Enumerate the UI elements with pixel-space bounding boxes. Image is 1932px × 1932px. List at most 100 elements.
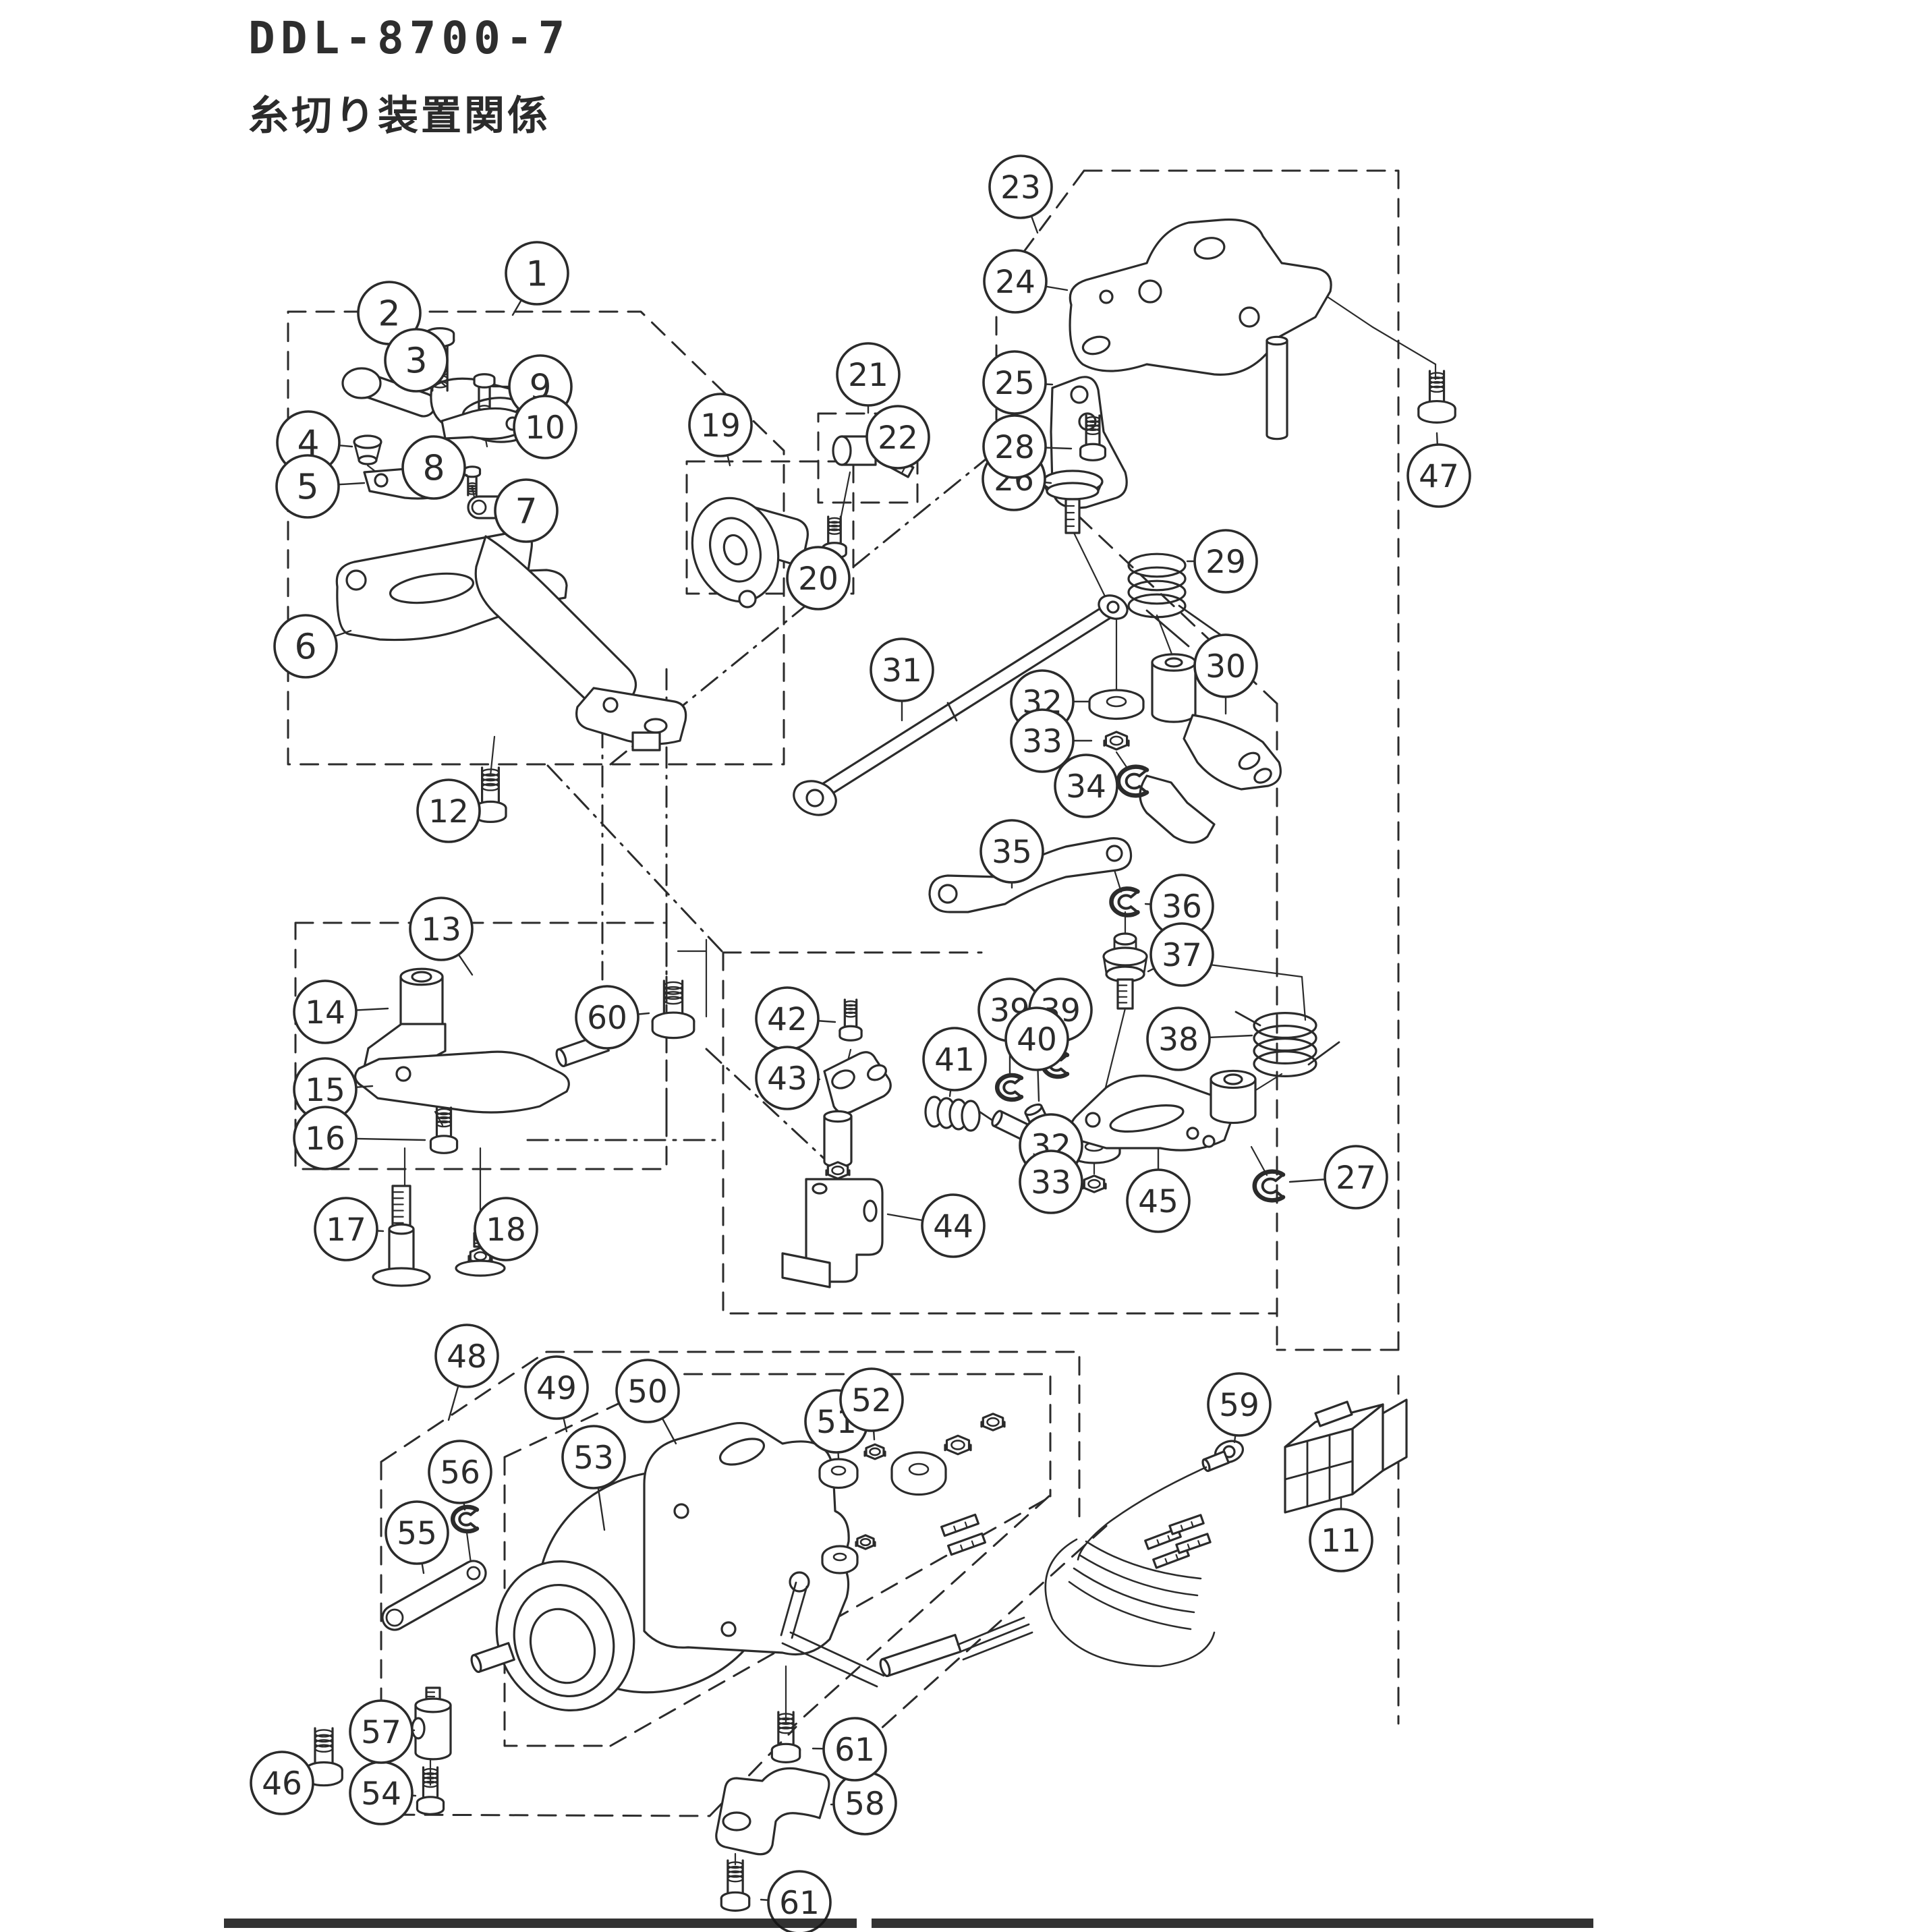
callout-number: 19 bbox=[700, 407, 741, 445]
part-washer-51 bbox=[818, 1458, 859, 1489]
scan-artifact-bar bbox=[224, 1919, 857, 1928]
callout-number: 41 bbox=[934, 1042, 975, 1079]
callout-number: 58 bbox=[845, 1786, 885, 1823]
callout-number: 54 bbox=[361, 1775, 401, 1813]
callout-number: 7 bbox=[515, 492, 537, 532]
callout-50: 50 bbox=[615, 1359, 680, 1445]
part-plate-58 bbox=[715, 1767, 830, 1856]
part-screw-61a bbox=[770, 1711, 801, 1763]
callout-57: 57 bbox=[349, 1699, 416, 1764]
part-screw-16 bbox=[429, 1106, 459, 1154]
construction-line bbox=[839, 471, 851, 524]
callout-17: 17 bbox=[314, 1197, 385, 1261]
part-screw-28 bbox=[1079, 414, 1106, 461]
construction-line bbox=[1198, 962, 1303, 978]
callout-11: 11 bbox=[1309, 1498, 1373, 1572]
callout-number: 34 bbox=[1066, 768, 1106, 805]
callout-number: 20 bbox=[798, 561, 839, 598]
part-bracket-50 bbox=[643, 1421, 850, 1656]
part-spring-29 bbox=[1127, 552, 1226, 648]
callout-number: 24 bbox=[995, 264, 1035, 301]
part-nut-row2 bbox=[855, 1534, 876, 1550]
callout-number: 38 bbox=[1158, 1021, 1199, 1058]
callout-37: 37 bbox=[1147, 922, 1214, 987]
callout-52: 52 bbox=[839, 1367, 904, 1441]
callout-21: 21 bbox=[836, 342, 901, 414]
part-spring-38 bbox=[1234, 1011, 1340, 1077]
callout-number: 21 bbox=[848, 357, 888, 394]
section-title: 糸切り装置関係 bbox=[248, 92, 550, 140]
model-number: DDL-8700-7 bbox=[248, 12, 571, 64]
callout-58: 58 bbox=[830, 1771, 897, 1836]
callout-28: 28 bbox=[982, 414, 1073, 479]
part-screw-42 bbox=[839, 998, 863, 1042]
callout-number: 33 bbox=[1022, 723, 1062, 760]
callout-number: 60 bbox=[587, 1000, 627, 1037]
construction-line bbox=[1250, 1145, 1268, 1176]
callout-1: 1 bbox=[505, 241, 569, 316]
part-screw-61b bbox=[720, 1859, 751, 1912]
part-screw-46 bbox=[304, 1727, 343, 1787]
callout-30: 30 bbox=[1193, 633, 1258, 715]
callout-number: 25 bbox=[994, 365, 1035, 402]
callout-number: 44 bbox=[933, 1208, 973, 1245]
part-nut-52 bbox=[863, 1443, 886, 1460]
callout-38: 38 bbox=[1146, 1006, 1253, 1071]
callout-16: 16 bbox=[293, 1106, 426, 1170]
callout-number: 2 bbox=[378, 294, 400, 335]
part-ering-39a bbox=[994, 1073, 1024, 1102]
part-ering-34 bbox=[1116, 764, 1149, 798]
callout-number: 30 bbox=[1205, 648, 1246, 685]
callout-number: 1 bbox=[525, 254, 548, 295]
callout-24: 24 bbox=[983, 249, 1069, 314]
callout-number: 43 bbox=[767, 1060, 807, 1098]
callout-14: 14 bbox=[293, 979, 389, 1044]
callout-number: 31 bbox=[882, 652, 922, 689]
part-ering-56 bbox=[450, 1504, 480, 1534]
scan-artifact-bar bbox=[872, 1919, 1593, 1928]
part-screw-60 bbox=[651, 979, 695, 1040]
title-block: DDL-8700-7 糸切り装置関係 bbox=[248, 12, 570, 142]
callout-61: 61 bbox=[812, 1717, 887, 1782]
part-link-55 bbox=[381, 1560, 487, 1631]
callout-45: 45 bbox=[1126, 1147, 1191, 1233]
callout-29: 29 bbox=[1186, 529, 1258, 594]
callout-53: 53 bbox=[561, 1425, 626, 1531]
callout-number: 53 bbox=[573, 1440, 614, 1477]
callout-5: 5 bbox=[275, 454, 366, 519]
callout-40: 40 bbox=[1004, 1006, 1069, 1102]
callout-27: 27 bbox=[1288, 1145, 1388, 1210]
callout-10: 10 bbox=[513, 395, 577, 459]
construction-line bbox=[1115, 751, 1129, 770]
part-washer-32a bbox=[1088, 689, 1145, 720]
callout-number: 50 bbox=[627, 1373, 668, 1411]
part-screw-12 bbox=[474, 766, 507, 823]
callout-number: 10 bbox=[525, 409, 565, 447]
callout-number: 35 bbox=[992, 834, 1032, 871]
callout-20: 20 bbox=[786, 546, 851, 610]
callout-13: 13 bbox=[409, 897, 474, 976]
callout-number: 15 bbox=[305, 1072, 345, 1109]
callout-number: 37 bbox=[1162, 937, 1202, 974]
callout-7: 7 bbox=[494, 478, 559, 543]
callout-number: 16 bbox=[305, 1120, 345, 1158]
part-hex-nut-a bbox=[944, 1434, 972, 1456]
callout-number: 22 bbox=[878, 420, 918, 457]
callout-56: 56 bbox=[428, 1440, 492, 1511]
group-19-boundary bbox=[685, 460, 855, 595]
callout-number: 47 bbox=[1419, 458, 1459, 495]
callout-number: 5 bbox=[296, 467, 318, 508]
callout-number: 56 bbox=[440, 1454, 480, 1491]
construction-line bbox=[1371, 326, 1437, 366]
callout-number: 61 bbox=[779, 1885, 820, 1922]
callout-number: 33 bbox=[1031, 1164, 1071, 1201]
part-hinge-bracket-43 bbox=[823, 1051, 892, 1114]
construction-diagonals bbox=[526, 449, 998, 1176]
part-spring-41 bbox=[924, 1096, 993, 1132]
callout-35: 35 bbox=[979, 819, 1044, 889]
callout-41: 41 bbox=[922, 1027, 987, 1098]
part-connecting-rod-31 bbox=[793, 594, 1129, 816]
part-setscrew-8 bbox=[463, 465, 482, 496]
callout-25: 25 bbox=[982, 350, 1054, 415]
